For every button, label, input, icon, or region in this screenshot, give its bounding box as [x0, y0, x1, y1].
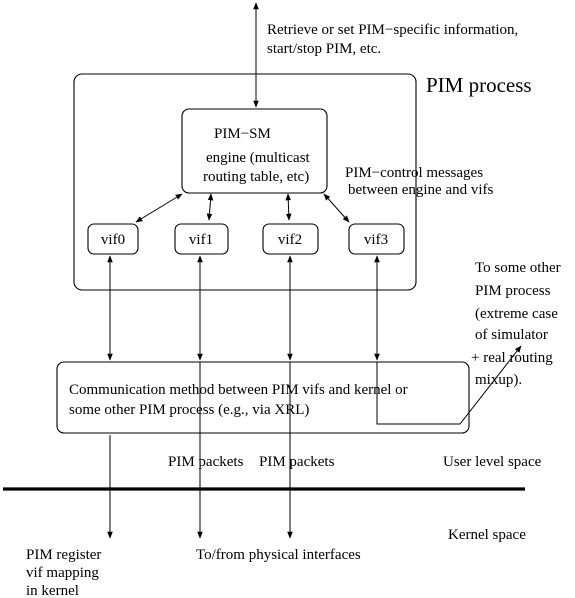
- control-note-line2: between engine and vifs: [348, 182, 494, 198]
- engine-vif2-arrow: [285, 193, 292, 221]
- physical-note: To/from physical interfaces: [196, 547, 361, 563]
- pim-packets-label-2: PIM packets: [259, 454, 335, 470]
- vif1-label: vif1: [189, 232, 213, 248]
- vif2-box: vif2: [262, 223, 319, 255]
- pim-process-box: [73, 73, 417, 291]
- engine-box: [181, 108, 328, 194]
- engine-vif1-arrow: [206, 193, 214, 221]
- other-process-arrow: [376, 345, 522, 425]
- engine-vif0-arrow: [135, 193, 183, 223]
- other-note-line3: (extreme case: [475, 306, 558, 322]
- other-note-line1: To some other: [475, 260, 561, 276]
- control-note-line1: PIM−control messages: [345, 165, 483, 181]
- kernel-note-line2: vif mapping: [26, 565, 99, 581]
- user-space-label: User level space: [443, 454, 542, 470]
- engine-vif3-arrow: [323, 193, 350, 223]
- vif3-box: vif3: [348, 223, 405, 255]
- other-note-line6: mixup).: [475, 372, 522, 388]
- vif1-box: vif1: [174, 223, 229, 255]
- kernel-space-label: Kernel space: [448, 527, 526, 543]
- engine-line1: PIM−SM: [214, 126, 271, 142]
- comm-box: [56, 361, 470, 434]
- comm-line2: some other PIM process (e.g., via XRL): [69, 402, 309, 418]
- other-note-line5: + real routing: [471, 350, 553, 366]
- engine-line2: engine (multicast: [206, 150, 311, 166]
- other-note-line4: of simulator: [475, 327, 548, 343]
- vif0-box: vif0: [87, 223, 139, 255]
- pim-process-title: PIM process: [426, 73, 532, 97]
- top-note-line2: start/stop PIM, etc.: [267, 41, 381, 57]
- vif2-label: vif2: [278, 232, 302, 248]
- vif3-label: vif3: [364, 232, 388, 248]
- pim-packets-label-1: PIM packets: [168, 454, 244, 470]
- kernel-note-line3: in kernel: [26, 583, 79, 598]
- top-note-line1: Retrieve or set PIM−specific information…: [267, 22, 518, 38]
- other-note-line2: PIM process: [475, 283, 551, 299]
- vif0-label: vif0: [101, 232, 125, 248]
- engine-line3: routing table, etc): [203, 169, 309, 185]
- comm-line1: Communication method between PIM vifs an…: [69, 382, 408, 398]
- kernel-note-line1: PIM register: [26, 547, 101, 563]
